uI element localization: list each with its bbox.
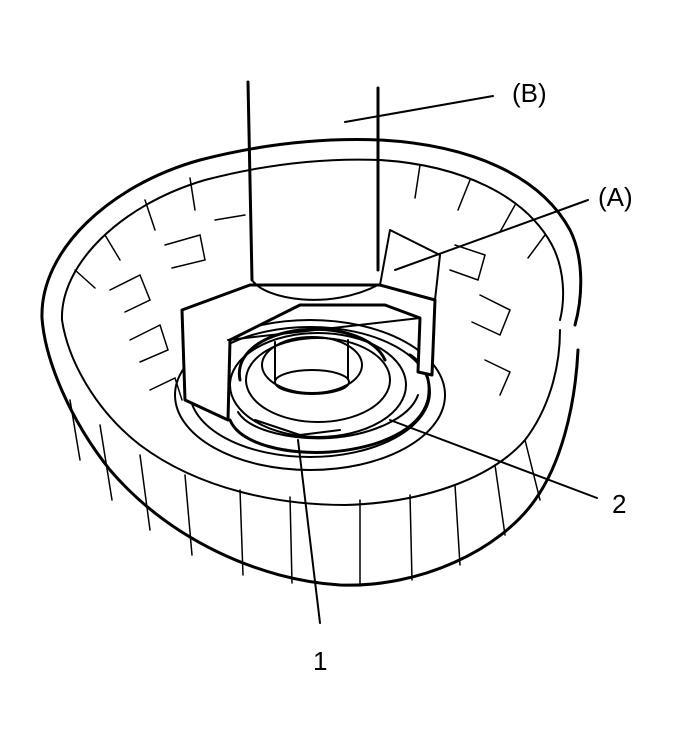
callout-2-label: 2 (612, 489, 626, 519)
callout-a-label: (A) (598, 182, 633, 212)
tool-b-shaft (246, 80, 380, 395)
callout-1-label: 1 (313, 646, 327, 676)
leader-b (344, 95, 494, 123)
leader-a (394, 199, 589, 271)
leader-lines (297, 95, 598, 624)
leader-1 (297, 439, 321, 624)
callout-b-label: (B) (512, 78, 547, 108)
tool-a-adapter (180, 229, 441, 422)
ring-housing (40, 138, 583, 587)
hub-assembly (174, 319, 446, 471)
snap-ring-part-1 (237, 327, 387, 436)
retaining-ring-part-2 (228, 353, 431, 454)
leader-2 (389, 419, 598, 499)
